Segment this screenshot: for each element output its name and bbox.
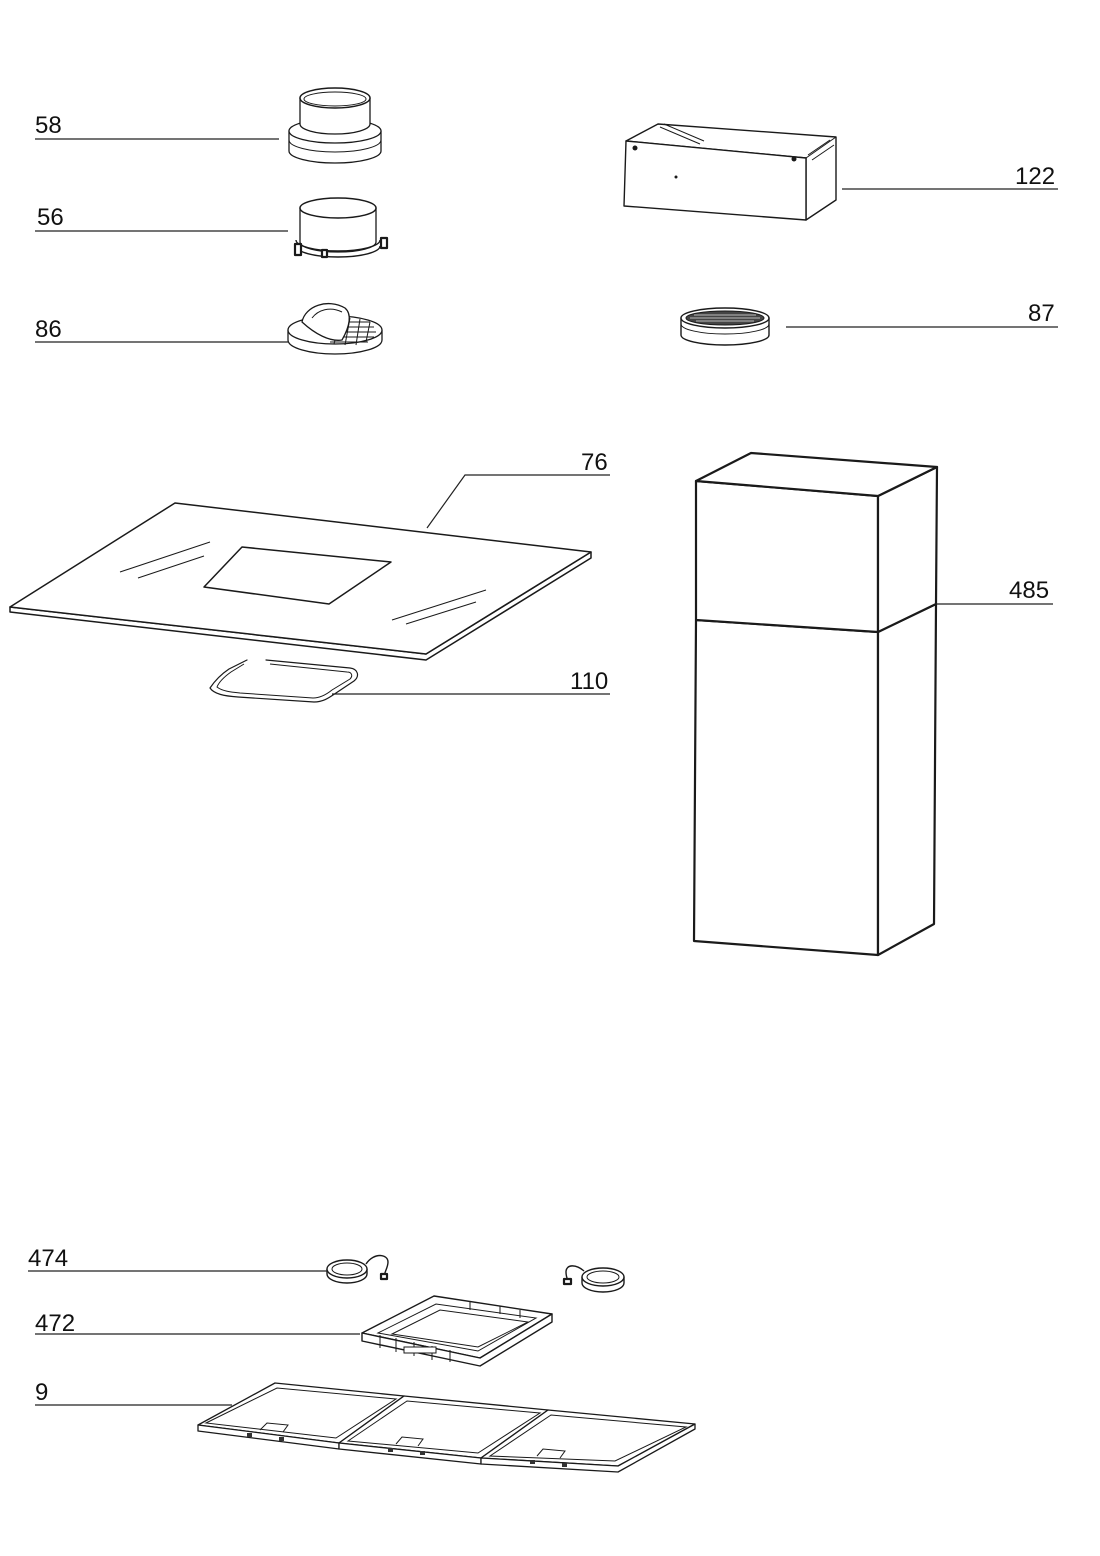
label-56: 56 bbox=[37, 204, 64, 231]
label-122: 122 bbox=[1015, 163, 1055, 190]
part-474-lamp-left bbox=[326, 1254, 389, 1284]
label-86: 86 bbox=[35, 316, 62, 343]
label-110: 110 bbox=[570, 668, 608, 695]
leader-76 bbox=[426, 474, 610, 529]
label-474: 474 bbox=[28, 1245, 68, 1272]
part-474-lamp-right bbox=[562, 1265, 625, 1293]
part-9-grease-filter-1 bbox=[197, 1382, 405, 1450]
part-485-chimney-cover bbox=[692, 451, 939, 957]
part-9-grease-filter-2 bbox=[338, 1395, 549, 1465]
part-58-duct-reducer bbox=[288, 87, 382, 164]
label-9: 9 bbox=[35, 1379, 48, 1406]
part-86-backdraft-damper bbox=[287, 303, 383, 355]
part-56-duct-collar bbox=[293, 197, 389, 259]
label-58: 58 bbox=[35, 112, 62, 139]
part-87-carbon-filter bbox=[680, 307, 770, 346]
part-76-glass-canopy bbox=[9, 502, 592, 661]
label-87: 87 bbox=[1028, 300, 1055, 327]
part-472-frame-housing bbox=[361, 1295, 553, 1367]
label-76: 76 bbox=[581, 449, 608, 476]
label-472: 472 bbox=[35, 1310, 75, 1337]
label-485: 485 bbox=[1009, 577, 1049, 604]
part-9-grease-filter-3 bbox=[480, 1409, 696, 1473]
part-110-gasket bbox=[209, 659, 359, 703]
part-122-chimney-bracket bbox=[623, 123, 837, 221]
